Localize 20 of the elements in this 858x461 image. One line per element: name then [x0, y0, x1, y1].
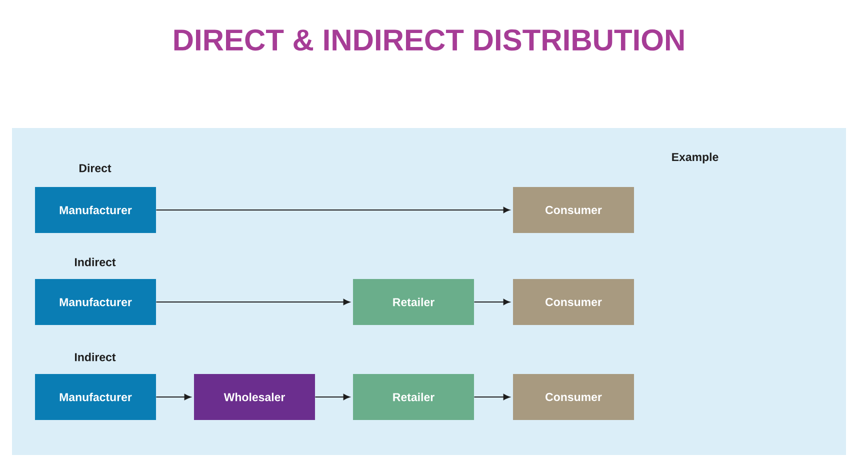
arrow [474, 394, 510, 400]
process-box: Manufacturer [35, 374, 156, 420]
process-box: Retailer [353, 279, 474, 325]
arrow [156, 394, 192, 400]
arrow [156, 298, 350, 306]
process-box: Manufacturer [35, 279, 156, 325]
process-box: Wholesaler [194, 374, 315, 420]
process-box: Retailer [353, 374, 474, 420]
process-box: Consumer [513, 279, 634, 325]
process-box: Consumer [513, 374, 634, 420]
arrow [314, 394, 350, 400]
row-heading: Indirect [75, 258, 116, 266]
title: DIRECT & INDIRECT DISTRIBUTION [174, 29, 684, 51]
process-box: Manufacturer [35, 187, 156, 233]
row-heading: Indirect [75, 352, 116, 362]
row-heading: Example [672, 152, 718, 164]
process-box: Consumer [513, 187, 634, 233]
arrow [474, 298, 510, 306]
row-heading: Direct [79, 164, 112, 172]
arrow [156, 206, 510, 214]
